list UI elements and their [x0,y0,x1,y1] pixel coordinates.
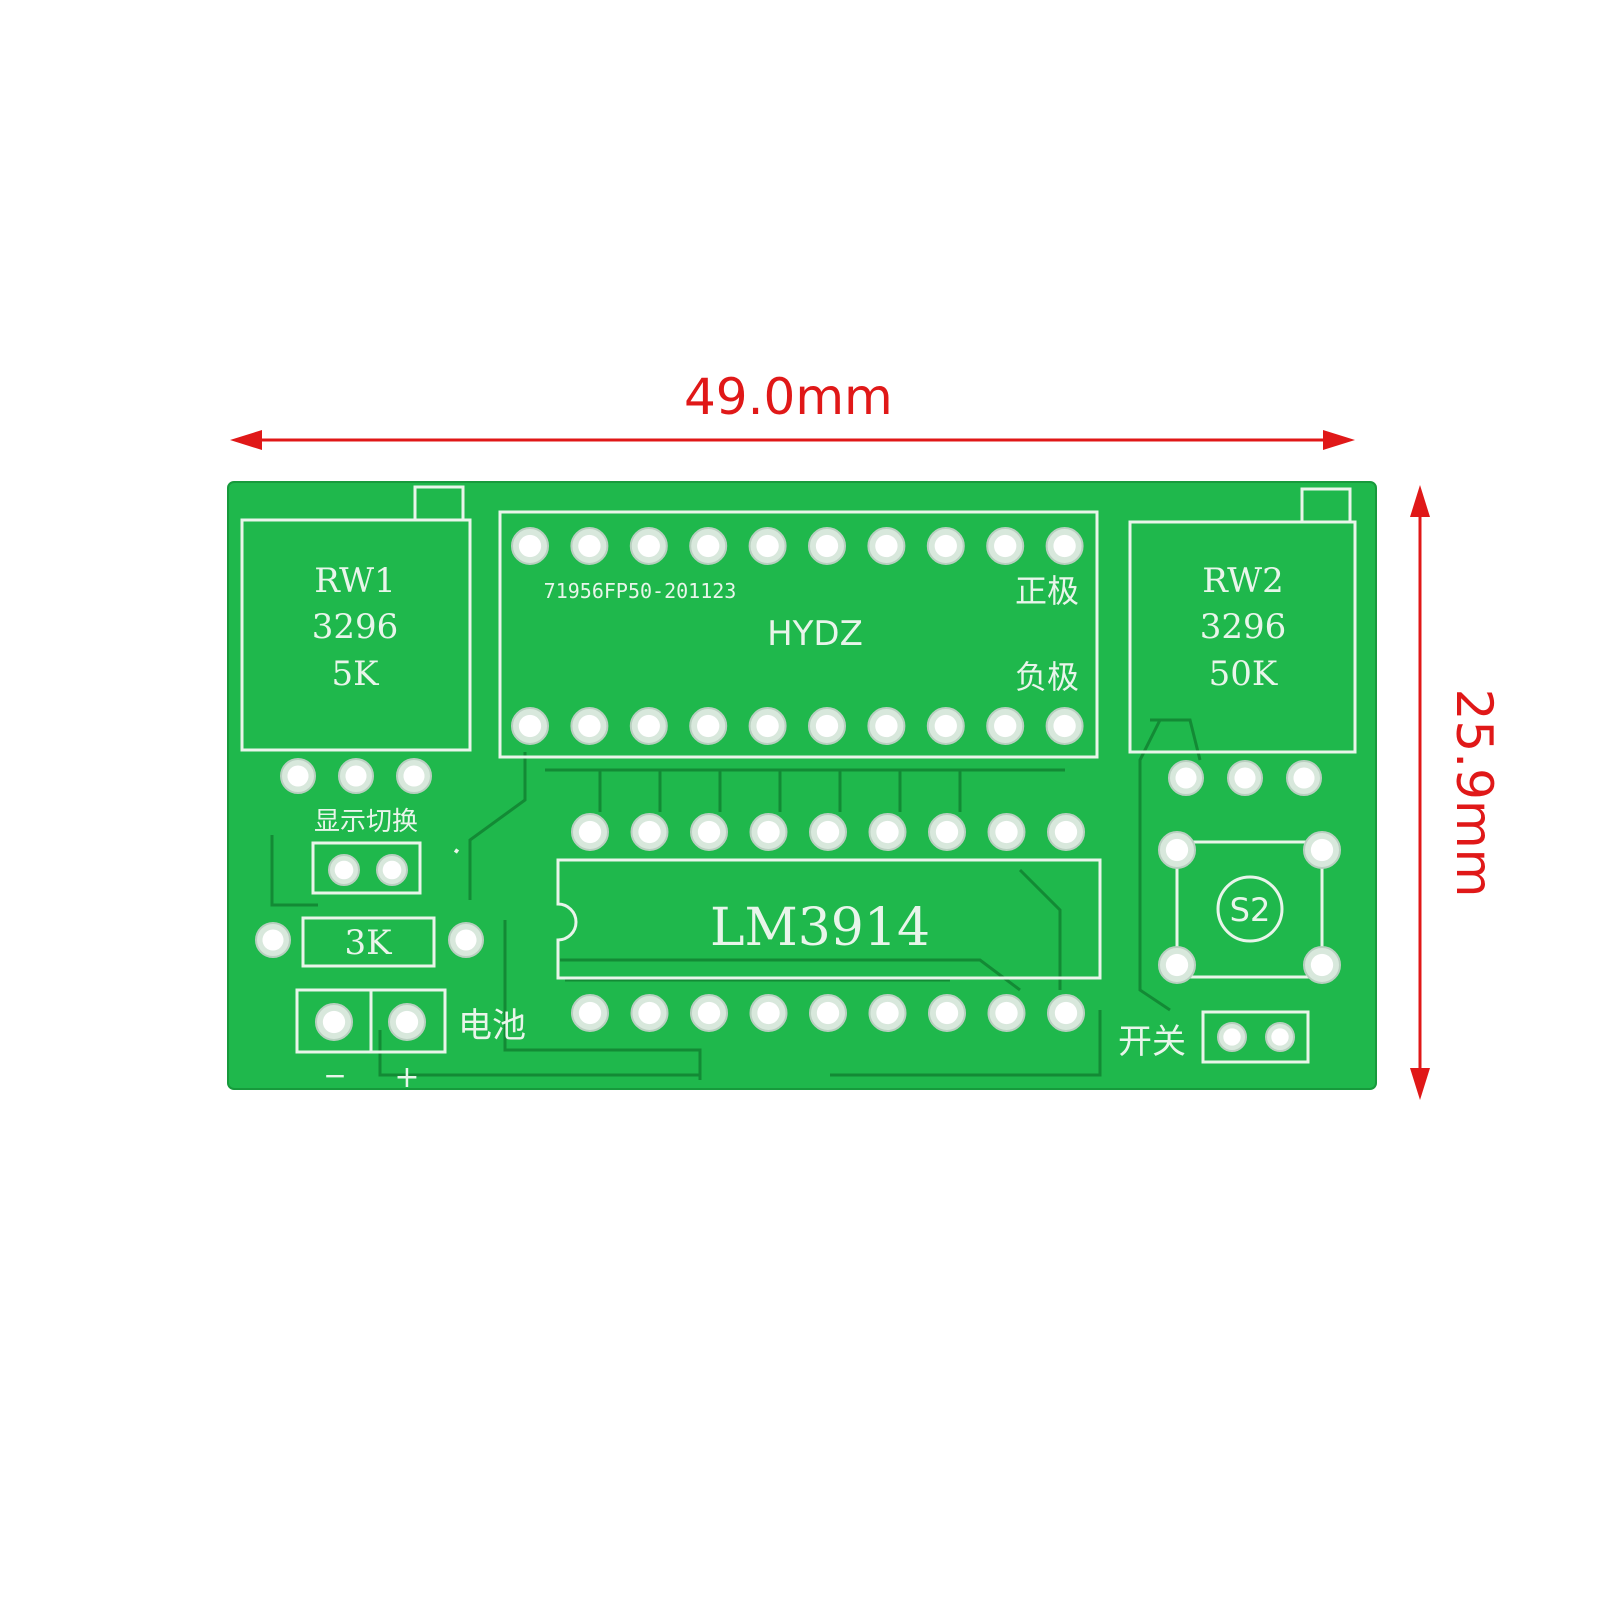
drill-hole [1310,838,1334,862]
drill-hole [995,1001,1018,1025]
drill-hole [697,820,721,844]
rw1-value: 5K [331,654,379,694]
drill-hole [382,860,402,880]
drill-hole [1053,714,1076,738]
drill-hole [518,714,542,738]
drill-hole [1223,1028,1241,1046]
battery-label: 电池 [458,1006,526,1046]
drill-hole [934,534,957,558]
silkscreen-text: RW1 3296 5K RW2 3296 50K 71956FP50-20112… [312,561,1287,1095]
drill-hole [403,765,425,787]
silkscreen [240,485,1357,1064]
drill-hole [697,1001,721,1025]
drill-hole [816,1001,840,1025]
switch-ref-label: S2 [1230,891,1271,929]
drill-hole [1054,1001,1078,1025]
drill-hole [638,1001,661,1025]
rw2-value: 50K [1209,654,1278,694]
drill-hole [518,534,542,558]
negative-label: 负极 [1015,658,1079,696]
plus-label: + [394,1060,419,1095]
resistor-outline [301,916,436,968]
drill-hole [815,534,839,558]
s2-outline [1175,840,1324,979]
drill-hole [876,1001,899,1025]
rw2-name: RW2 [1202,561,1283,601]
drill-hole [1310,953,1334,977]
power-switch-label: 开关 [1118,1022,1186,1062]
board-code: 71956FP50-201123 [544,579,737,603]
drill-hole [1165,838,1189,862]
drill-hole [756,714,779,738]
rw1-tab [413,485,465,522]
drill-hole [935,1001,959,1025]
s2-circle [1216,875,1284,943]
rw2-outline [1128,520,1357,754]
drill-hole [578,714,601,738]
drill-hole [395,1010,419,1034]
drill-hole [1293,767,1315,789]
drill-hole [322,1010,346,1034]
drill-hole [757,1001,780,1025]
display-switch-label: 显示切换 [314,807,418,837]
drill-hole [637,714,660,738]
solder-holes [255,527,1341,1052]
drill-hole [697,534,720,558]
header-outline [498,510,1099,759]
drill-hole [876,820,899,844]
drill-hole [934,714,957,738]
drill-hole [1234,767,1256,789]
drill-hole [875,534,898,558]
rw2-type: 3296 [1200,607,1287,647]
drill-hole [1271,1028,1289,1046]
drill-hole [697,714,720,738]
drill-hole [994,714,1017,738]
drill-hole [875,714,898,738]
rw1-type: 3296 [312,607,399,647]
drill-hole [816,820,840,844]
drill-hole [995,820,1018,844]
rw2-tab [1300,487,1352,524]
drill-hole [1053,534,1076,558]
drill-hole [637,534,660,558]
rw1-outline [240,518,472,752]
copper-traces [270,718,1202,1080]
ic-label: LM3914 [710,898,930,958]
positive-label: 正极 [1015,572,1079,610]
height-dimension-arrow [1410,485,1430,1100]
drill-hole [815,714,839,738]
rw1-name: RW1 [314,561,395,601]
drill-hole [1054,820,1078,844]
drill-hole [994,534,1017,558]
resistor-label: 3K [344,923,392,963]
drill-hole [578,820,602,844]
width-dimension-arrow [230,430,1355,450]
drill-hole [345,765,367,787]
drill-hole [935,820,959,844]
drill-hole [262,929,284,951]
drill-hole [1165,953,1189,977]
board-brand: HYDZ [767,614,863,654]
drill-hole [578,1001,602,1025]
display-switch-outline [311,841,422,895]
width-dimension-label: 49.0mm [684,368,893,426]
drill-hole [455,929,477,951]
ic-outline [556,858,1102,980]
drill-hole [757,820,780,844]
minus-label: − [323,1059,346,1092]
drill-hole [334,860,354,880]
drill-hole [287,765,309,787]
drill-hole [578,534,601,558]
drill-hole [638,820,661,844]
drill-hole [1175,767,1197,789]
pcb-board [227,481,1377,1090]
drill-hole [756,534,779,558]
power-switch-outline [1201,1010,1310,1064]
